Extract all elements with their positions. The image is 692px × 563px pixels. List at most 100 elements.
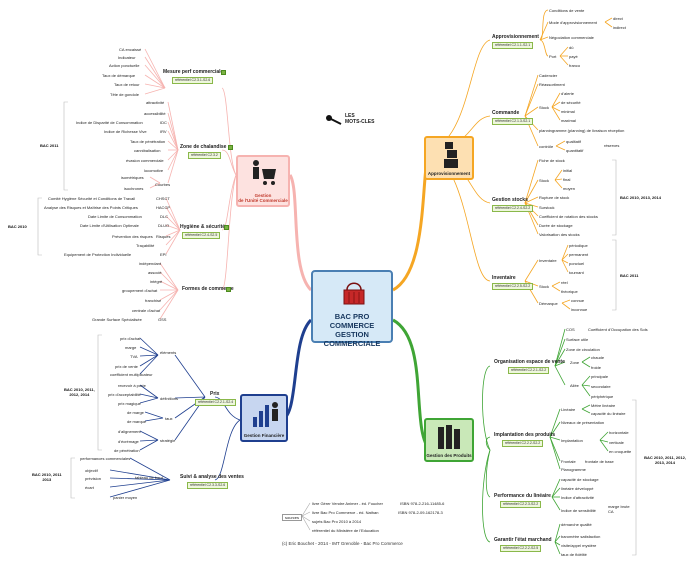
node[interactable]: réserves <box>604 143 620 148</box>
node[interactable]: recevoir à porte <box>118 383 146 388</box>
node[interactable]: permanent <box>569 252 589 257</box>
node-commande[interactable]: Commande <box>492 110 520 116</box>
node[interactable]: Indicateur <box>118 55 136 60</box>
node[interactable]: performances commerciales <box>80 456 131 461</box>
node[interactable]: verticale <box>609 440 624 445</box>
node-formes[interactable]: Formes de commerce <box>182 286 234 292</box>
node-suivi[interactable]: Suivi & analyse des ventes <box>180 474 244 480</box>
node[interactable]: Cadencier <box>539 73 558 78</box>
node[interactable]: isochrones <box>124 186 144 191</box>
node[interactable]: final <box>563 177 571 182</box>
node[interactable]: principale <box>591 374 609 379</box>
node[interactable]: taux de fidélité <box>561 552 587 557</box>
node[interactable]: périphérique <box>591 394 614 399</box>
node[interactable]: évasion commerciale <box>126 158 164 163</box>
node[interactable]: Démarque <box>539 301 558 306</box>
node-organisation[interactable]: Organisation espace de vente <box>494 359 565 365</box>
node[interactable]: de pénétration <box>114 448 140 453</box>
node[interactable]: indirect <box>613 25 626 30</box>
node[interactable]: Stock <box>539 178 550 183</box>
node[interactable]: Prévention des risques <box>112 234 153 239</box>
node[interactable]: Port <box>549 54 557 59</box>
node[interactable]: contrôle <box>539 144 554 149</box>
node[interactable]: d'alerte <box>561 91 574 96</box>
node[interactable]: Indice de Richesse Vive <box>104 129 147 134</box>
node[interactable]: Risques <box>156 234 171 239</box>
source-item[interactable]: livre Bac Pro Commerce - éd. Nathan <box>312 510 379 515</box>
source-item[interactable]: sujets Bac Pro 2010 à 2014 <box>312 519 362 524</box>
node[interactable]: Courbes <box>155 182 171 187</box>
node[interactable]: maximal <box>561 118 576 123</box>
node[interactable]: TVA <box>130 354 138 359</box>
node[interactable]: Valorisation des stocks <box>539 232 580 237</box>
node[interactable]: Planogramme <box>561 467 586 472</box>
node[interactable]: Traçabilité <box>136 243 155 248</box>
node-zone-chalandise[interactable]: Zone de chalandise <box>180 144 227 150</box>
node[interactable]: de marque <box>127 419 147 424</box>
node[interactable]: en croquette <box>609 449 632 454</box>
node[interactable]: Négociation commerciale <box>549 35 594 40</box>
node[interactable]: périodique <box>569 243 588 248</box>
node[interactable]: marge brute CA <box>608 504 630 514</box>
node[interactable]: qualitatif <box>566 139 581 144</box>
node[interactable]: tableau de bord <box>135 475 163 480</box>
node[interactable]: moyen <box>563 186 576 191</box>
node[interactable]: d'alignement <box>118 429 141 434</box>
node[interactable]: Rupture de stock <box>539 195 570 200</box>
node[interactable]: Réassortiment <box>539 82 565 87</box>
node-hygiene[interactable]: Hygiène & sécurité <box>180 224 226 230</box>
node[interactable]: démarche qualité <box>561 522 592 527</box>
node[interactable]: Inventaire <box>539 258 557 263</box>
node[interactable]: Surstock <box>539 205 555 210</box>
node[interactable]: panier moyen <box>113 495 138 500</box>
node[interactable]: intégré <box>150 279 163 284</box>
node[interactable]: frontale de base <box>585 459 614 464</box>
node[interactable]: EPI <box>160 252 167 257</box>
node[interactable]: franchise <box>145 298 162 303</box>
node[interactable]: linéaire développé <box>561 486 594 491</box>
node[interactable]: isométriques <box>121 175 144 180</box>
node[interactable]: Taux de retour <box>114 82 140 87</box>
node[interactable]: objectif <box>85 468 98 473</box>
node[interactable]: inconnue <box>571 307 588 312</box>
node[interactable]: Indice de sensibilité <box>561 508 596 513</box>
node[interactable]: Grande Surface Spécialisée <box>92 317 142 322</box>
node[interactable]: Tête de gondole <box>110 92 139 97</box>
node[interactable]: réel <box>561 280 568 285</box>
node[interactable]: Action ponctuelle <box>109 63 140 68</box>
node[interactable]: Allée <box>570 383 579 388</box>
node[interactable]: attractivité <box>146 100 165 105</box>
node[interactable]: prix magique <box>118 401 141 406</box>
node[interactable]: taux <box>165 416 173 421</box>
branch-approvisionnement[interactable]: Approvisionnement <box>424 136 474 180</box>
node[interactable]: Mode d'approvisionnement <box>549 20 597 25</box>
node-garantir[interactable]: Garantir l'état marchand <box>494 537 552 543</box>
node[interactable]: CHSCT <box>156 196 170 201</box>
node[interactable]: Coefficient d'Occupation des Sols <box>588 327 648 332</box>
node[interactable]: capacité du linéaire <box>591 411 626 416</box>
node[interactable]: tournant <box>569 270 584 275</box>
node[interactable]: capacité de stockage <box>561 477 599 482</box>
node[interactable]: GSS <box>158 317 167 322</box>
node[interactable]: coefficient multiplicateur <box>110 372 153 377</box>
node[interactable]: écart <box>85 485 94 490</box>
node[interactable]: prévision <box>85 476 102 481</box>
node[interactable]: Indice de Disparité de Consommation <box>76 120 143 125</box>
node[interactable]: dû <box>569 45 574 50</box>
node-approvisionnement[interactable]: Approvisionnement <box>492 34 539 40</box>
node[interactable]: planningramme (planning) de livraison ré… <box>539 128 625 133</box>
node[interactable]: Date Limite d'Utilisation Optimale <box>80 223 139 228</box>
node[interactable]: définitions <box>160 396 179 401</box>
node[interactable]: Stock <box>539 105 550 110</box>
node-performance[interactable]: Performance du linéaire <box>494 493 551 499</box>
node[interactable]: prix de vente <box>115 364 138 369</box>
node[interactable]: IRV <box>160 129 167 134</box>
node[interactable]: horizontale <box>609 430 629 435</box>
node-implantation[interactable]: Implantation des produits <box>494 432 556 438</box>
node[interactable]: Conditions de vente <box>549 8 585 13</box>
node[interactable]: quantitatif <box>566 148 584 153</box>
node-inventaire[interactable]: Inventaire <box>492 275 516 281</box>
node[interactable]: groupement d'achat <box>122 288 158 293</box>
node[interactable]: secondaire <box>591 384 611 389</box>
node[interactable]: Taux de démarque <box>102 73 136 78</box>
